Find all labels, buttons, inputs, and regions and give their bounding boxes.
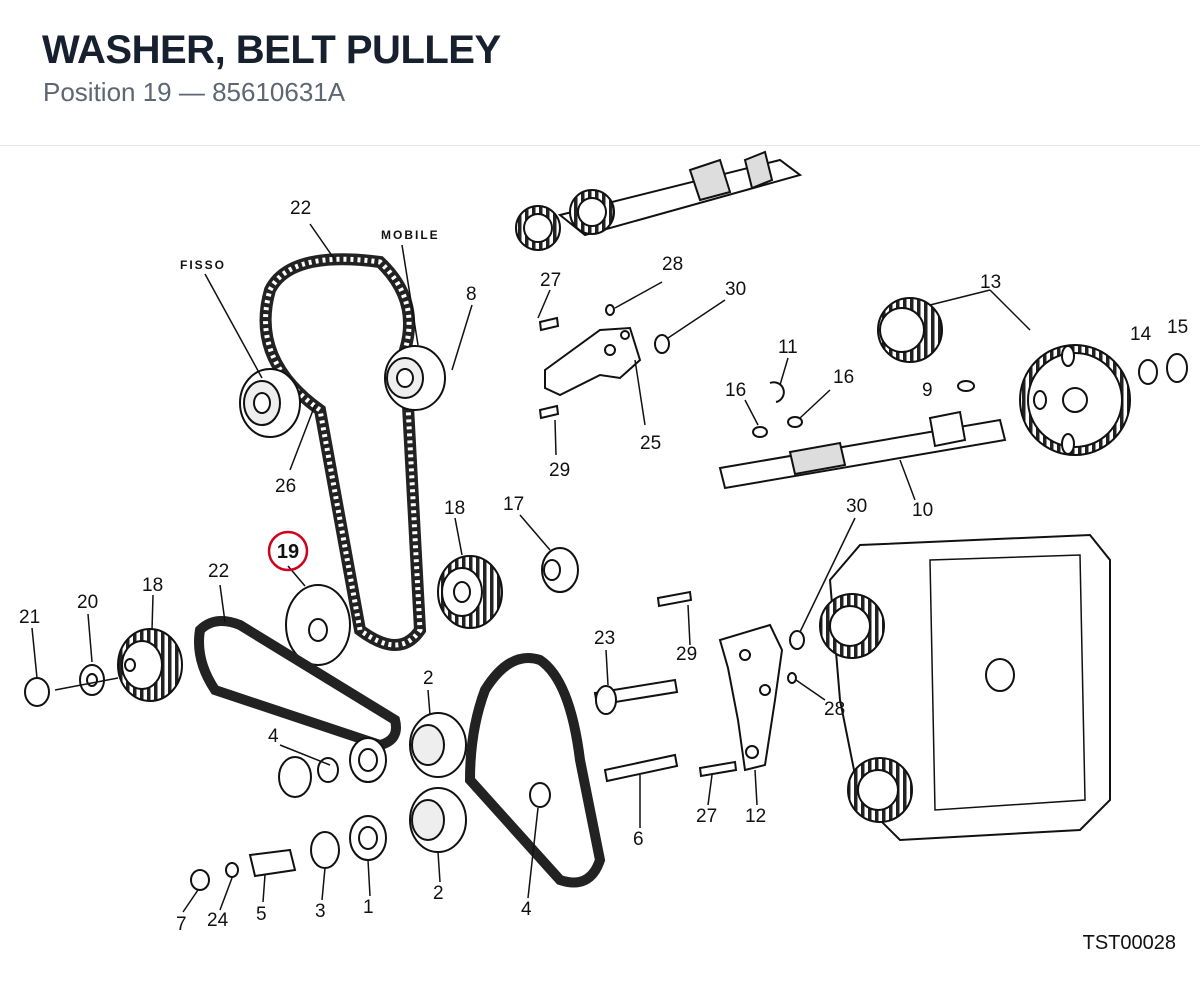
label-17: 17 [503,494,524,515]
toothed-pulley-lower [24,628,183,707]
label-22-top: 22 [290,198,311,219]
label-mobile: MOBILE [381,228,440,242]
leader-lines [31,223,1031,913]
label-2-bottom: 2 [433,883,444,904]
idler-pulley-mobile [384,345,446,411]
label-9: 9 [922,380,933,401]
part-labels: FISSO MOBILE 22 27 28 30 8 13 14 15 11 1… [19,198,1188,935]
bearings-and-fasteners [190,737,551,891]
label-4-bottom: 4 [521,899,532,920]
label-2-top: 2 [423,668,434,689]
key-and-clip-parts [752,380,975,438]
page-header: WASHER, BELT PULLEY Position 19 — 856106… [0,0,1200,146]
idler-pulley-fixed [239,368,301,438]
label-29-top: 29 [549,460,570,481]
label-29-mid: 29 [676,644,697,665]
label-10: 10 [912,500,933,521]
label-24: 24 [207,910,229,931]
label-12: 12 [745,806,766,827]
label-14: 14 [1130,324,1152,345]
label-18-mid: 18 [444,498,465,519]
label-20: 20 [77,592,98,613]
label-30-top: 30 [725,279,746,300]
label-30-mid: 30 [846,496,867,517]
label-3: 3 [315,901,326,922]
large-gear [877,297,1188,456]
page-subtitle: Position 19 — 85610631A [43,77,346,107]
label-18-left: 18 [142,575,163,596]
label-28-mid: 28 [824,699,845,720]
label-5: 5 [256,904,267,925]
drawing-code: TST00028 [1082,932,1176,954]
label-11: 11 [778,337,798,358]
label-19: 19 [277,541,299,563]
belt-pulley-washer [285,584,351,666]
label-16-b: 16 [833,367,854,388]
label-15: 15 [1167,317,1188,338]
toothed-pulley-middle [437,547,579,629]
label-8: 8 [466,284,477,305]
label-28-top: 28 [662,254,683,275]
timing-belt-lower [194,616,401,751]
label-27-top: 27 [540,270,561,291]
highlighted-position-19: 19 [267,530,309,572]
label-26: 26 [275,476,296,497]
label-7: 7 [176,914,187,935]
tensioner-bracket-lower [718,623,805,772]
intermediate-shaft [718,410,1007,490]
exploded-parts-diagram: FISSO MOBILE 22 27 28 30 8 13 14 15 11 1… [19,150,1188,935]
highlight-circle [267,530,309,572]
label-23: 23 [594,628,615,649]
page-title: WASHER, BELT PULLEY [42,28,501,72]
auxiliary-belt [464,653,606,888]
label-21: 21 [19,607,40,628]
label-fisso: FISSO [180,258,226,272]
label-4-left: 4 [268,726,279,747]
timing-belt-upper [259,253,427,651]
label-25: 25 [640,433,661,454]
camshaft-assembly-top [515,150,803,251]
label-16-a: 16 [725,380,746,401]
tensioner-pulleys [409,712,467,853]
studs-and-bolts [593,590,738,783]
label-22-left: 22 [208,561,229,582]
label-6: 6 [633,829,644,850]
label-1: 1 [363,897,374,918]
label-27-bottom: 27 [696,806,717,827]
engine-head-housing [819,533,1111,842]
label-13: 13 [980,272,1001,293]
tensioner-bracket-upper [538,304,670,420]
